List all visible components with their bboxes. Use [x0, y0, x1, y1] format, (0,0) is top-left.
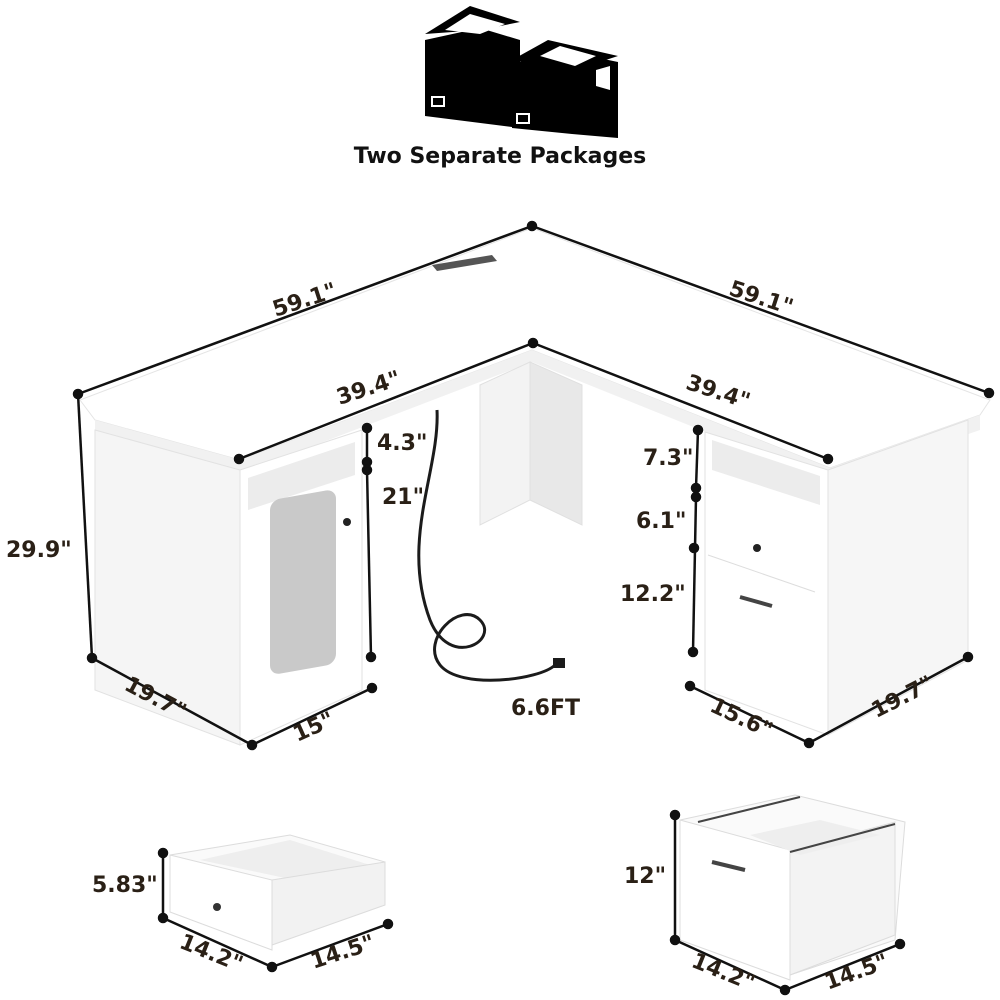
label-left-door-height: 21" [382, 485, 425, 510]
label-small-drawer-height: 5.83" [92, 873, 158, 898]
dimension-lines [72, 220, 995, 751]
label-right-shelf-height: 7.3" [643, 446, 694, 471]
label-overall-height: 29.9" [6, 538, 72, 563]
label-right-small-drawer-height: 6.1" [636, 509, 687, 534]
file-drawer [669, 794, 906, 996]
label-power-cord-length: 6.6FT [511, 696, 581, 721]
small-drawer [157, 834, 394, 973]
packages-title: Two Separate Packages [353, 144, 647, 169]
label-left-shelf-height: 4.3" [377, 431, 428, 456]
two-boxes-icon [425, 6, 618, 138]
l-desk [79, 227, 991, 746]
label-file-drawer-height: 12" [624, 864, 667, 889]
label-right-file-drawer-height: 12.2" [620, 582, 686, 607]
